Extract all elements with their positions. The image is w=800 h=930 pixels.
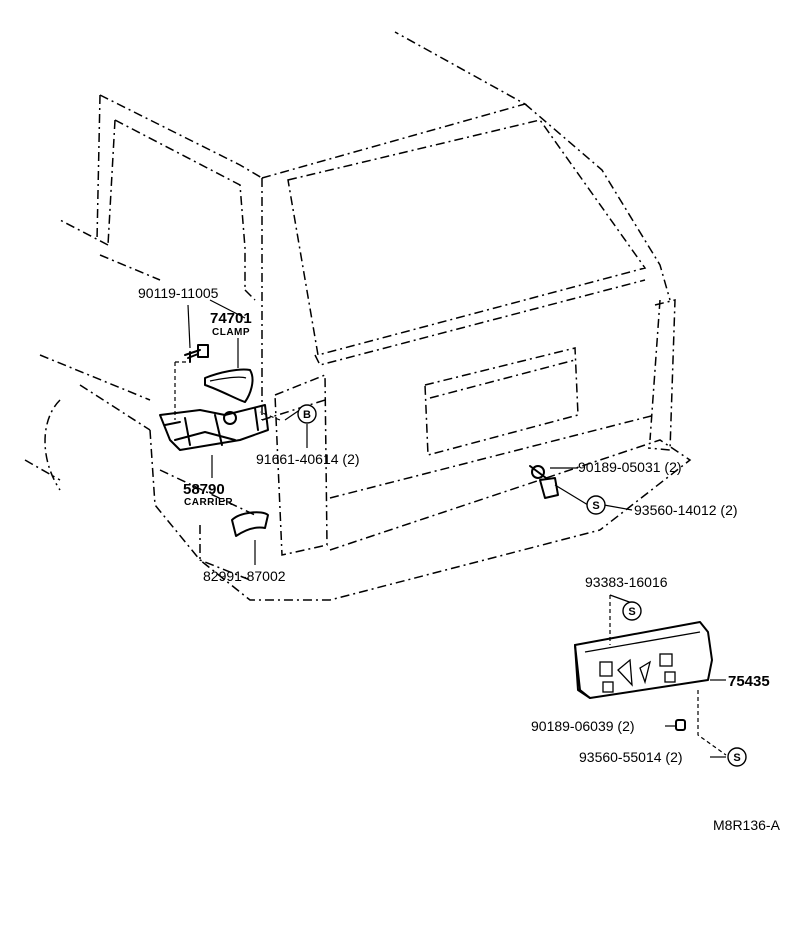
cover-graphic bbox=[574, 621, 713, 699]
label-carrier-name: CARRIER bbox=[184, 497, 233, 508]
marker-s-symbol: S bbox=[586, 495, 606, 515]
label-carrier-number: 58790 bbox=[183, 481, 225, 498]
svg-text:S: S bbox=[592, 500, 599, 512]
clip-graphic bbox=[529, 465, 559, 499]
label-nut-upper: 93560-14012 (2) bbox=[634, 502, 738, 518]
carrier-graphic bbox=[159, 404, 269, 451]
label-bolt-carrier: 90119-11005 bbox=[138, 285, 219, 301]
label-clamp-name: CLAMP bbox=[212, 327, 250, 338]
label-cover: 75435 bbox=[728, 673, 770, 690]
label-screw-upper: 90189-05031 (2) bbox=[578, 459, 682, 475]
label-clamp-number: 74701 bbox=[210, 310, 252, 327]
label-bolt-b: 91661-40614 (2) bbox=[256, 451, 360, 467]
mudguard-graphic bbox=[231, 511, 269, 537]
vehicle-body-outline bbox=[24, 31, 692, 601]
bolt-graphic bbox=[184, 344, 209, 363]
label-nut-lower: 93560-55014 (2) bbox=[579, 749, 683, 765]
marker-b-symbol: B bbox=[297, 404, 317, 424]
label-screw-lower: 90189-06039 (2) bbox=[531, 718, 635, 734]
small-screw-graphic bbox=[675, 719, 686, 731]
svg-text:S: S bbox=[628, 606, 635, 618]
marker-s-symbol: S bbox=[727, 747, 747, 767]
svg-text:S: S bbox=[733, 752, 740, 764]
label-mudguard: 82991-87002 bbox=[203, 568, 286, 584]
clamp-graphic bbox=[204, 368, 254, 403]
label-screw-cover: 93383-16016 bbox=[585, 574, 668, 590]
marker-s-symbol: S bbox=[622, 601, 642, 621]
drawing-code: M8R136-A bbox=[713, 817, 781, 833]
svg-text:B: B bbox=[303, 409, 311, 421]
